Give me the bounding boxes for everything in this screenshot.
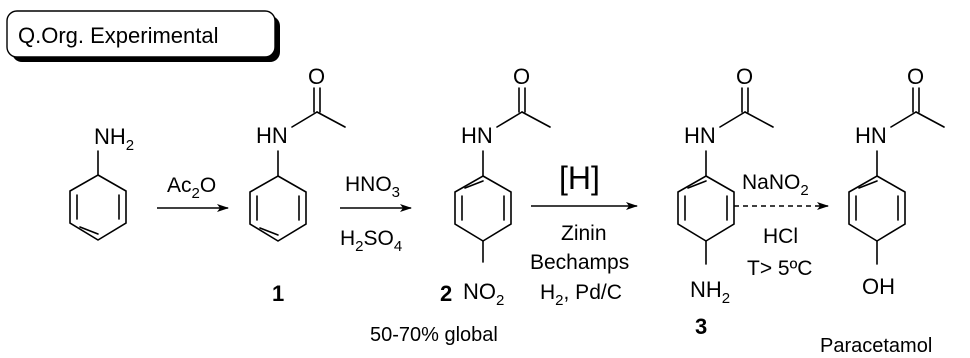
title-box: Q.Org. Experimental <box>6 10 280 62</box>
step4-temperature: T> 5ºC <box>747 257 812 280</box>
compound-2-no2-label: NO2 <box>463 279 504 309</box>
compound-3-carbonyl-o: O <box>736 64 753 89</box>
step3-bechamps: Bechamps <box>530 251 629 274</box>
compound-2-carbonyl-o: O <box>513 64 530 89</box>
paracetamol-carbonyl-o: O <box>907 64 924 89</box>
step3-h2-pdc: H2, Pd/C <box>540 281 622 309</box>
paracetamol-structure: O HN OH Paracetamol <box>820 64 945 357</box>
aniline-structure: NH2 <box>69 124 134 241</box>
compound-1-hn-label: HN <box>256 123 288 148</box>
step3-reagent-above: [H] <box>559 160 600 196</box>
paracetamol-hn-label: HN <box>855 123 887 148</box>
step2-reagent-below: H2SO4 <box>340 227 402 255</box>
compound-2-number: 2 <box>440 281 452 306</box>
paracetamol-oh-label: OH <box>862 274 895 299</box>
yield-note: 50-70% global <box>370 324 498 346</box>
step4-hcl: HCl <box>763 225 798 248</box>
compound-1-carbonyl-o: O <box>308 64 325 89</box>
compound-1-number: 1 <box>272 281 284 306</box>
compound-2-structure: O HN 2 NO2 <box>440 64 551 309</box>
step2-reagent-above: HNO3 <box>345 173 400 201</box>
step4-reagent-above: NaNO2 <box>742 171 809 199</box>
compound-3-number: 3 <box>695 314 707 339</box>
compound-3-nh2-label: NH2 <box>690 277 730 307</box>
step1-reagent: Ac2O <box>167 174 216 202</box>
compound-1-structure: O HN 1 <box>249 64 346 306</box>
aniline-nh2-label: NH2 <box>94 124 134 154</box>
step3-zinin: Zinin <box>561 222 607 245</box>
paracetamol-name: Paracetamol <box>820 335 932 357</box>
compound-3-structure: O HN NH2 3 <box>677 64 774 339</box>
title-text: Q.Org. Experimental <box>18 23 219 48</box>
compound-2-hn-label: HN <box>461 123 493 148</box>
compound-3-hn-label: HN <box>684 123 716 148</box>
